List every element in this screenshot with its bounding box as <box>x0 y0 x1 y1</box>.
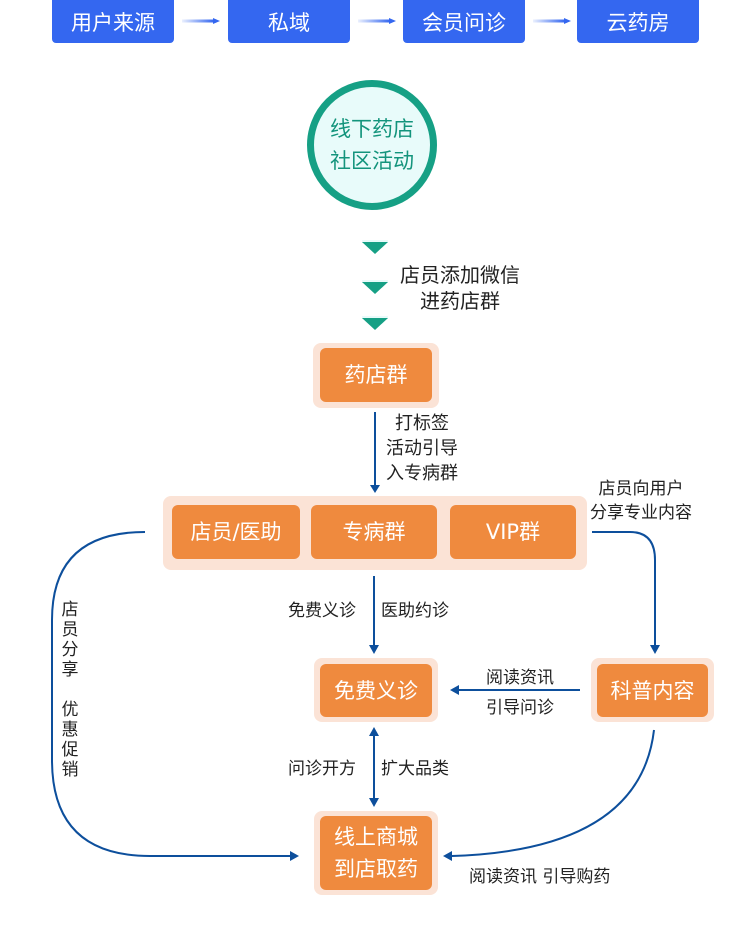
arrowhead-icon <box>290 851 299 861</box>
start-node-line1: 线下药店 <box>330 117 414 141</box>
label-line: 引导问诊 <box>486 698 554 718</box>
step-label-line: 打标签 <box>395 413 449 434</box>
label-line: 店员向用户 <box>598 479 684 499</box>
step-label-add-wechat: 店员添加微信 进药店群 <box>400 262 520 314</box>
node-label: 科普内容 <box>610 678 695 703</box>
step-label-line: 入专病群 <box>386 463 458 484</box>
node-label: VIP群 <box>485 520 541 544</box>
stage-label: 用户来源 <box>71 10 155 35</box>
promo-char <box>58 680 82 700</box>
node-label: 药店群 <box>344 363 408 387</box>
chevron-down-icon <box>362 280 388 294</box>
arrow-right-icon <box>533 18 571 24</box>
node-label: 专病群 <box>342 520 406 544</box>
arrowhead-icon <box>443 851 452 861</box>
promo-char: 店 <box>61 600 79 620</box>
share-content-label: 店员向用户 分享专业内容 <box>590 477 692 525</box>
label-line: 分享专业内容 <box>590 503 692 523</box>
node-label: 到店取药 <box>334 857 418 881</box>
node-label: 免费义诊 <box>334 678 418 703</box>
stage-private-domain: 私域 <box>228 0 350 43</box>
node-label: 店员/医助 <box>190 520 282 544</box>
node-staff-assistant: 店员/医助 <box>172 505 300 559</box>
arrowhead-icon <box>370 485 380 493</box>
mall-node: 线上商城到店取药 <box>320 816 432 890</box>
arrow-vip-to-science <box>592 531 656 646</box>
free-clinic-node: 免费义诊 <box>320 664 432 717</box>
arrow-right-icon <box>358 18 396 24</box>
promo-vertical-label: 店 员 分 享 优 惠 促 销 <box>58 600 82 780</box>
promo-char: 促 <box>61 740 79 760</box>
step-label-line: 进药店群 <box>420 289 500 313</box>
consult-label-left: 免费义诊 <box>288 601 356 621</box>
arrowhead-icon <box>369 798 379 807</box>
arrow-science-to-mall <box>451 729 655 857</box>
stage-cloud-pharmacy: 云药房 <box>577 0 699 43</box>
promo-char: 惠 <box>61 720 79 740</box>
prescribe-label-left: 问诊开方 <box>288 759 356 779</box>
promo-char: 员 <box>61 620 79 640</box>
pharmacy-group-node: 药店群 <box>320 348 432 402</box>
promo-char: 享 <box>61 660 79 680</box>
node-vip-group: VIP群 <box>450 505 576 559</box>
read-consult-label: 阅读资讯 引导问诊 <box>486 663 554 723</box>
stage-label: 会员问诊 <box>422 10 506 35</box>
stage-user-source: 用户来源 <box>52 0 174 43</box>
stage-label: 云药房 <box>606 10 670 35</box>
chevron-down-icon <box>362 316 388 330</box>
start-node-line2: 社区活动 <box>330 149 414 173</box>
arrow-staff-to-mall <box>51 531 290 857</box>
step-label-tagging: 打标签 活动引导 入专病群 <box>386 411 458 486</box>
arrowhead-icon <box>650 645 660 654</box>
node-disease-group: 专病群 <box>311 505 437 559</box>
prescribe-label-right: 扩大品类 <box>381 759 449 779</box>
buy-label: 阅读资讯 引导购药 <box>469 867 611 887</box>
start-node-offline-pharmacy: 线下药店 社区活动 <box>307 80 437 210</box>
step-label-line: 活动引导 <box>386 438 458 459</box>
arrow-right-icon <box>182 18 220 24</box>
consult-label-right: 医助约诊 <box>381 601 449 621</box>
arrowhead-icon <box>369 645 379 654</box>
promo-char: 优 <box>61 700 79 720</box>
stage-member-consult: 会员问诊 <box>403 0 525 43</box>
label-line: 阅读资讯 <box>486 668 554 688</box>
chevron-down-icon <box>362 240 388 254</box>
node-label: 线上商城 <box>334 825 418 849</box>
promo-char: 销 <box>61 760 79 780</box>
stage-label: 私域 <box>268 10 310 35</box>
step-label-line: 店员添加微信 <box>400 263 520 287</box>
arrowhead-icon <box>369 727 379 736</box>
arrowhead-icon <box>450 685 459 695</box>
promo-char: 分 <box>61 640 79 660</box>
science-content-node: 科普内容 <box>597 664 708 717</box>
